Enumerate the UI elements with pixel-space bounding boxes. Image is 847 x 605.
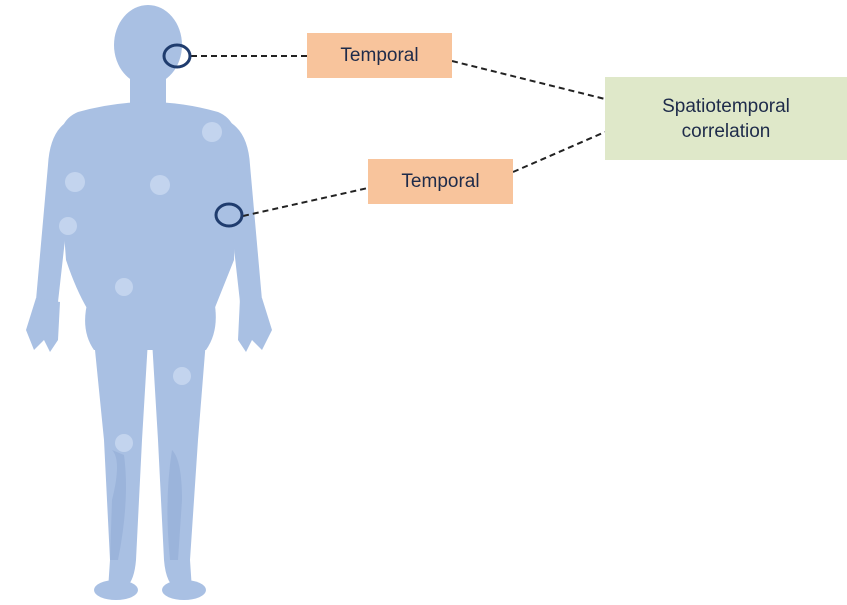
body-right-foot (162, 580, 206, 600)
body-highlight (150, 175, 170, 195)
temporal-box-head: Temporal (307, 33, 452, 78)
body-right-hand (238, 298, 272, 352)
body-highlight (59, 217, 77, 235)
human-body-figure (26, 5, 272, 600)
body-left-foot (94, 580, 138, 600)
body-highlight (65, 172, 85, 192)
body-right-arm (226, 120, 262, 302)
connector-temporal-bottom-to-spatiotemporal (513, 132, 605, 172)
body-neck (130, 72, 166, 104)
body-highlight (115, 434, 133, 452)
temporal-label-head: Temporal (340, 43, 418, 68)
spatiotemporal-label-line2: correlation (682, 119, 771, 144)
body-left-hand (26, 298, 60, 352)
temporal-label-arm: Temporal (401, 169, 479, 194)
connector-arm-to-temporal (243, 188, 368, 216)
body-highlight (202, 122, 222, 142)
body-highlight (173, 367, 191, 385)
body-left-arm (36, 120, 70, 302)
connector-temporal-top-to-spatiotemporal (452, 61, 605, 99)
spatiotemporal-label-line1: Spatiotemporal (662, 94, 790, 119)
spatiotemporal-box: Spatiotemporal correlation (605, 77, 847, 160)
body-highlight (115, 278, 133, 296)
temporal-box-arm: Temporal (368, 159, 513, 204)
